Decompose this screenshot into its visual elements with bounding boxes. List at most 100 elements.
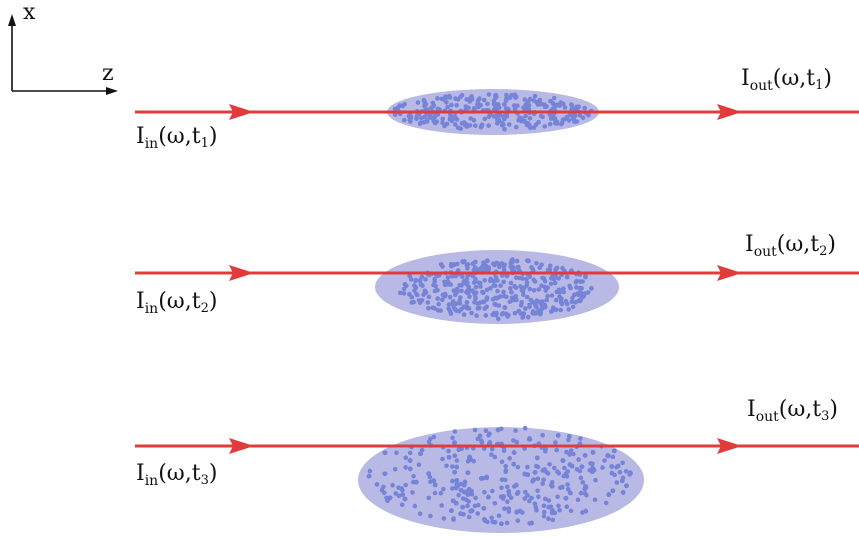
- atom-dot: [542, 102, 547, 107]
- atom-dot: [426, 439, 432, 445]
- atom-dot: [473, 123, 478, 128]
- atom-dot: [574, 278, 580, 284]
- atom-dot: [400, 492, 406, 497]
- atom-dot: [528, 297, 534, 303]
- atom-dot: [470, 273, 476, 279]
- atom-dot: [539, 262, 544, 268]
- atom-dot: [548, 98, 553, 104]
- output-intensity-label-2: Iout(ω,t2): [745, 232, 837, 260]
- output-arrowhead-1: [717, 104, 742, 120]
- atom-dot: [440, 120, 445, 125]
- atom-dot: [403, 455, 409, 461]
- atom-dot: [566, 307, 571, 312]
- atom-dot: [620, 490, 626, 495]
- atom-dot: [408, 119, 413, 124]
- atom-dot: [593, 477, 598, 483]
- row-2: [135, 250, 859, 324]
- atom-dot: [502, 305, 508, 311]
- atom-dot: [526, 314, 531, 320]
- atom-dot: [512, 310, 518, 316]
- atom-dot: [583, 484, 588, 489]
- atom-dot: [453, 500, 459, 506]
- atom-dot: [565, 482, 570, 487]
- atom-dot: [552, 280, 558, 286]
- atom-dot: [452, 122, 458, 127]
- atom-dot: [505, 484, 510, 490]
- atom-dot: [554, 447, 559, 453]
- atom-dot: [531, 277, 536, 283]
- atom-dot: [402, 117, 407, 123]
- atom-dot: [399, 486, 404, 491]
- atom-dot: [484, 474, 490, 480]
- atom-dot: [475, 511, 481, 516]
- atom-dot: [540, 432, 545, 438]
- atom-dot: [502, 127, 507, 132]
- atom-dot: [548, 263, 553, 269]
- atom-dot: [431, 478, 436, 484]
- atom-dot: [569, 102, 574, 108]
- atom-dot: [495, 427, 501, 433]
- atom-dot: [472, 503, 478, 509]
- atom-dot: [513, 428, 518, 433]
- atom-dot: [445, 275, 451, 280]
- atom-dot: [414, 292, 420, 298]
- atom-dot: [481, 290, 486, 296]
- atom-dot: [551, 95, 557, 101]
- atom-dot: [401, 286, 407, 292]
- atom-dot: [496, 513, 502, 519]
- atom-dot: [462, 479, 468, 485]
- atom-dot: [583, 273, 588, 279]
- atom-dot: [564, 449, 569, 455]
- atom-dot: [554, 265, 560, 271]
- atom-dot: [532, 302, 538, 307]
- atom-dot: [620, 478, 625, 484]
- atom-dot: [589, 286, 594, 291]
- input-arrowhead-2: [229, 265, 254, 281]
- atom-dot: [552, 465, 557, 471]
- atom-dot: [514, 482, 519, 488]
- atom-dot: [535, 455, 540, 461]
- atom-dot: [582, 105, 587, 111]
- atom-dot: [452, 429, 458, 434]
- atom-dot: [463, 121, 469, 127]
- atom-dot: [482, 518, 488, 523]
- atom-dot: [524, 276, 529, 282]
- atom-dot: [382, 490, 387, 496]
- atom-dot: [466, 306, 472, 311]
- atom-dot: [523, 102, 529, 107]
- atom-dot: [541, 513, 547, 519]
- atom-dot: [392, 467, 398, 472]
- atom-dot: [414, 116, 419, 122]
- atom-dot: [454, 286, 460, 292]
- atom-dot: [524, 294, 530, 300]
- atom-dot: [461, 312, 467, 317]
- atom-dot: [526, 437, 532, 442]
- atom-dot: [614, 480, 620, 485]
- atom-dot: [513, 293, 518, 299]
- atom-dot: [545, 293, 550, 299]
- atom-dot: [538, 312, 543, 317]
- atom-dot: [397, 290, 403, 296]
- atom-dot: [431, 434, 437, 440]
- atom-dot: [465, 470, 471, 476]
- atom-dot: [535, 476, 541, 482]
- atom-dot: [469, 310, 474, 316]
- atom-dot: [418, 282, 424, 288]
- atom-dot: [534, 261, 539, 266]
- atom-dot: [582, 453, 588, 458]
- atom-dot: [562, 105, 568, 110]
- atom-dot: [473, 290, 479, 296]
- atom-dot: [417, 511, 423, 516]
- atom-dot: [527, 302, 532, 308]
- atom-dot: [486, 267, 492, 272]
- atom-dot: [492, 501, 498, 506]
- atom-dot: [440, 456, 445, 462]
- atom-dot: [606, 492, 612, 497]
- atom-dot: [446, 455, 452, 460]
- atom-dot: [584, 493, 589, 498]
- atom-dot: [514, 258, 520, 264]
- atom-dot: [510, 257, 515, 262]
- atom-dot: [546, 504, 551, 510]
- atom-dot: [590, 469, 595, 475]
- atom-dot: [495, 295, 501, 300]
